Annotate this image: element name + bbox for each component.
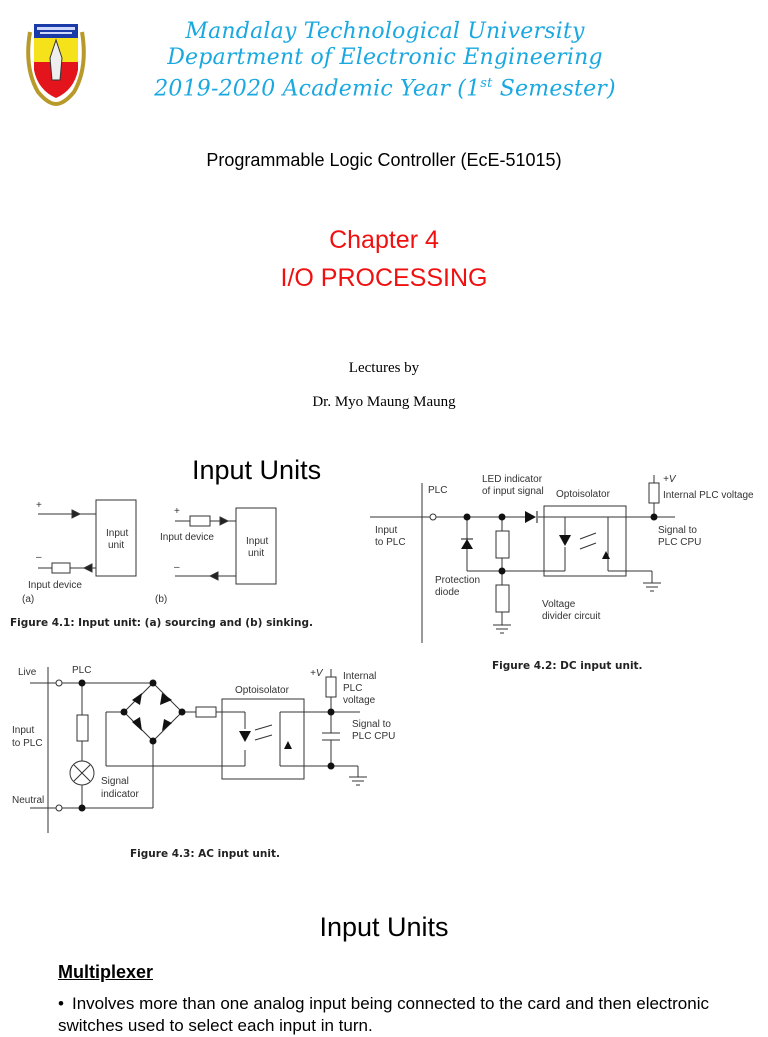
protection-diode-icon xyxy=(461,539,473,549)
led-diode-icon xyxy=(525,511,536,523)
plus-v-label-ac: +V xyxy=(310,668,324,679)
bullet-icon: • xyxy=(58,994,64,1013)
subheading-multiplexer: Multiplexer xyxy=(58,962,154,982)
live-label: Live xyxy=(18,667,37,678)
signal-label-ac-1: Signal to xyxy=(352,719,391,730)
ordinal-suffix: st xyxy=(480,76,493,91)
opto-led-icon xyxy=(559,535,571,546)
lecturer-label: Lectures by xyxy=(348,360,420,376)
label-b: (b) xyxy=(155,594,167,605)
indicator-label-2: indicator xyxy=(101,789,139,800)
signal-label-2: PLC CPU xyxy=(658,537,701,548)
input-label-ac-2: to PLC xyxy=(12,738,43,749)
input-label-ac-1: Input xyxy=(12,725,34,736)
plus-v-label: +V xyxy=(663,474,677,485)
led-label-1: LED indicator xyxy=(482,474,543,485)
figure-4-1-diagram: + – Input unit Input device (a) + Input … xyxy=(22,499,277,605)
plc-label-ac: PLC xyxy=(72,665,91,676)
opto-led-icon xyxy=(239,731,251,742)
minus-label: – xyxy=(36,552,42,563)
plc-label: PLC xyxy=(428,485,447,496)
optoisolator-label-ac: Optoisolator xyxy=(235,685,290,696)
divider-label-2: divider circuit xyxy=(542,611,601,622)
chapter-number: Chapter 4 xyxy=(329,226,439,254)
figure-4-2-caption: Figure 4.2: DC input unit. xyxy=(492,660,643,672)
bridge-diode-icon xyxy=(132,693,142,705)
signal-label-1: Signal to xyxy=(658,525,697,536)
input-device-label-a: Input device xyxy=(28,580,82,591)
signal-label-ac-2: PLC CPU xyxy=(352,731,395,742)
input-label-2: to PLC xyxy=(375,537,406,548)
input-unit-label-b: Input xyxy=(246,536,268,547)
academic-year: 2019-2020 Academic Year (1st Semester) xyxy=(145,70,625,103)
internal-label-1: Internal xyxy=(343,671,376,682)
protection-label-2: diode xyxy=(435,587,460,598)
internal-label-2: PLC xyxy=(343,683,362,694)
led-label-2: of input signal xyxy=(482,486,544,497)
input-unit-label-a2: unit xyxy=(108,540,124,551)
plus-label: + xyxy=(36,500,42,511)
chapter-title: I/O PROCESSING xyxy=(280,264,488,292)
input-label-1: Input xyxy=(375,525,397,536)
semester-text: Semester) xyxy=(492,76,616,102)
slide-title: Input Units xyxy=(192,455,322,485)
optoisolator-label: Optoisolator xyxy=(556,489,611,500)
course-title: Programmable Logic Controller (EcE-51015… xyxy=(206,150,562,170)
input-unit-label-a: Input xyxy=(106,528,128,539)
slide-title-2: Input Units xyxy=(319,912,449,942)
university-name: Mandalay Technological University xyxy=(185,19,585,44)
label-a: (a) xyxy=(22,594,34,605)
input-unit-label-b2: unit xyxy=(248,548,264,559)
plus-label-b: + xyxy=(174,506,180,517)
input-device-label-b: Input device xyxy=(160,532,214,543)
academic-year-text: 2019-2020 Academic Year (1 xyxy=(154,76,481,102)
lecturer-name: Dr. Myo Maung Maung xyxy=(312,394,456,410)
university-crest-icon xyxy=(26,24,86,106)
internal-voltage-label: Internal PLC voltage xyxy=(663,490,754,501)
department-name: Department of Electronic Engineering xyxy=(167,45,603,70)
figure-4-3-diagram: Live PLC +V Internal PLC voltage Optoiso… xyxy=(12,665,395,833)
minus-label-b: – xyxy=(174,562,180,573)
figure-4-2-diagram: PLC LED indicator of input signal Optois… xyxy=(370,474,754,643)
divider-label-1: Voltage xyxy=(542,599,576,610)
bullet-item: •Involves more than one analog input bei… xyxy=(58,993,758,1037)
bullet-text: Involves more than one analog input bein… xyxy=(58,994,709,1035)
neutral-label: Neutral xyxy=(12,795,44,806)
arrow-icon xyxy=(71,509,82,519)
protection-label-1: Protection xyxy=(435,575,480,586)
indicator-label-1: Signal xyxy=(101,776,129,787)
figure-4-3-caption: Figure 4.3: AC input unit. xyxy=(130,848,280,860)
internal-label-3: voltage xyxy=(343,695,376,706)
figure-4-1-caption: Figure 4.1: Input unit: (a) sourcing and… xyxy=(10,617,313,629)
